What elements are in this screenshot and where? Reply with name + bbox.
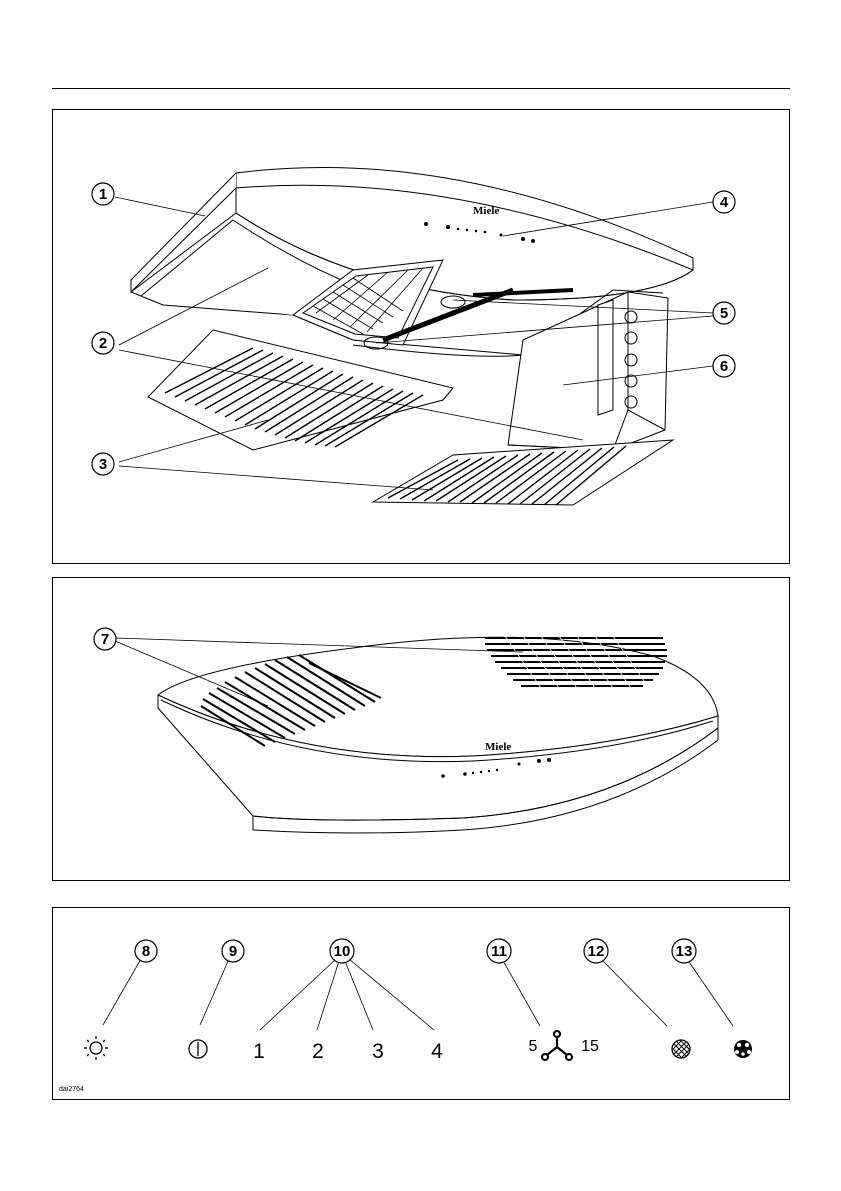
callout-11: 11 xyxy=(491,943,507,960)
brand-logo: Miele xyxy=(473,205,499,217)
speed-label-2: 2 xyxy=(312,1040,324,1063)
brand-logo: Miele xyxy=(485,741,511,753)
callout-1: 1 xyxy=(99,186,107,203)
callout-6: 6 xyxy=(720,358,728,375)
assembled-view-drawing: Miele 7 xyxy=(53,578,791,882)
callout-2: 2 xyxy=(99,335,107,352)
figure-exploded-view: Miele 1 2 3 4 5 6 xyxy=(52,109,790,564)
speed-label-3: 3 xyxy=(372,1040,384,1063)
callout-12: 12 xyxy=(588,943,605,960)
callout-5: 5 xyxy=(720,305,728,322)
drawing-code: dai2764 xyxy=(59,1086,84,1093)
fan-timer-icon xyxy=(542,1031,572,1060)
speed-label-1: 1 xyxy=(253,1040,265,1063)
timer-label-5: 5 xyxy=(529,1038,538,1055)
callout-10: 10 xyxy=(334,943,351,960)
odour-filter-icon xyxy=(734,1040,752,1058)
callout-9: 9 xyxy=(229,943,237,960)
speed-label-4: 4 xyxy=(431,1040,443,1063)
callout-7: 7 xyxy=(101,631,109,648)
power-icon xyxy=(189,1040,207,1058)
exploded-view-drawing: Miele 1 2 3 4 5 6 xyxy=(53,110,791,565)
callout-3: 3 xyxy=(99,456,107,473)
header-rule xyxy=(52,88,790,89)
figure-assembled-view: Miele 7 xyxy=(52,577,790,881)
callout-4: 4 xyxy=(720,194,729,211)
control-panel-drawing: 8 9 10 11 12 13 1 2 3 4 5 15 xyxy=(53,908,791,1101)
light-icon xyxy=(84,1036,108,1060)
timer-label-15: 15 xyxy=(581,1038,599,1055)
callout-13: 13 xyxy=(676,943,693,960)
callout-8: 8 xyxy=(142,943,150,960)
grease-filter-icon xyxy=(672,1040,690,1058)
figure-control-panel: 8 9 10 11 12 13 1 2 3 4 5 15 xyxy=(52,907,790,1100)
